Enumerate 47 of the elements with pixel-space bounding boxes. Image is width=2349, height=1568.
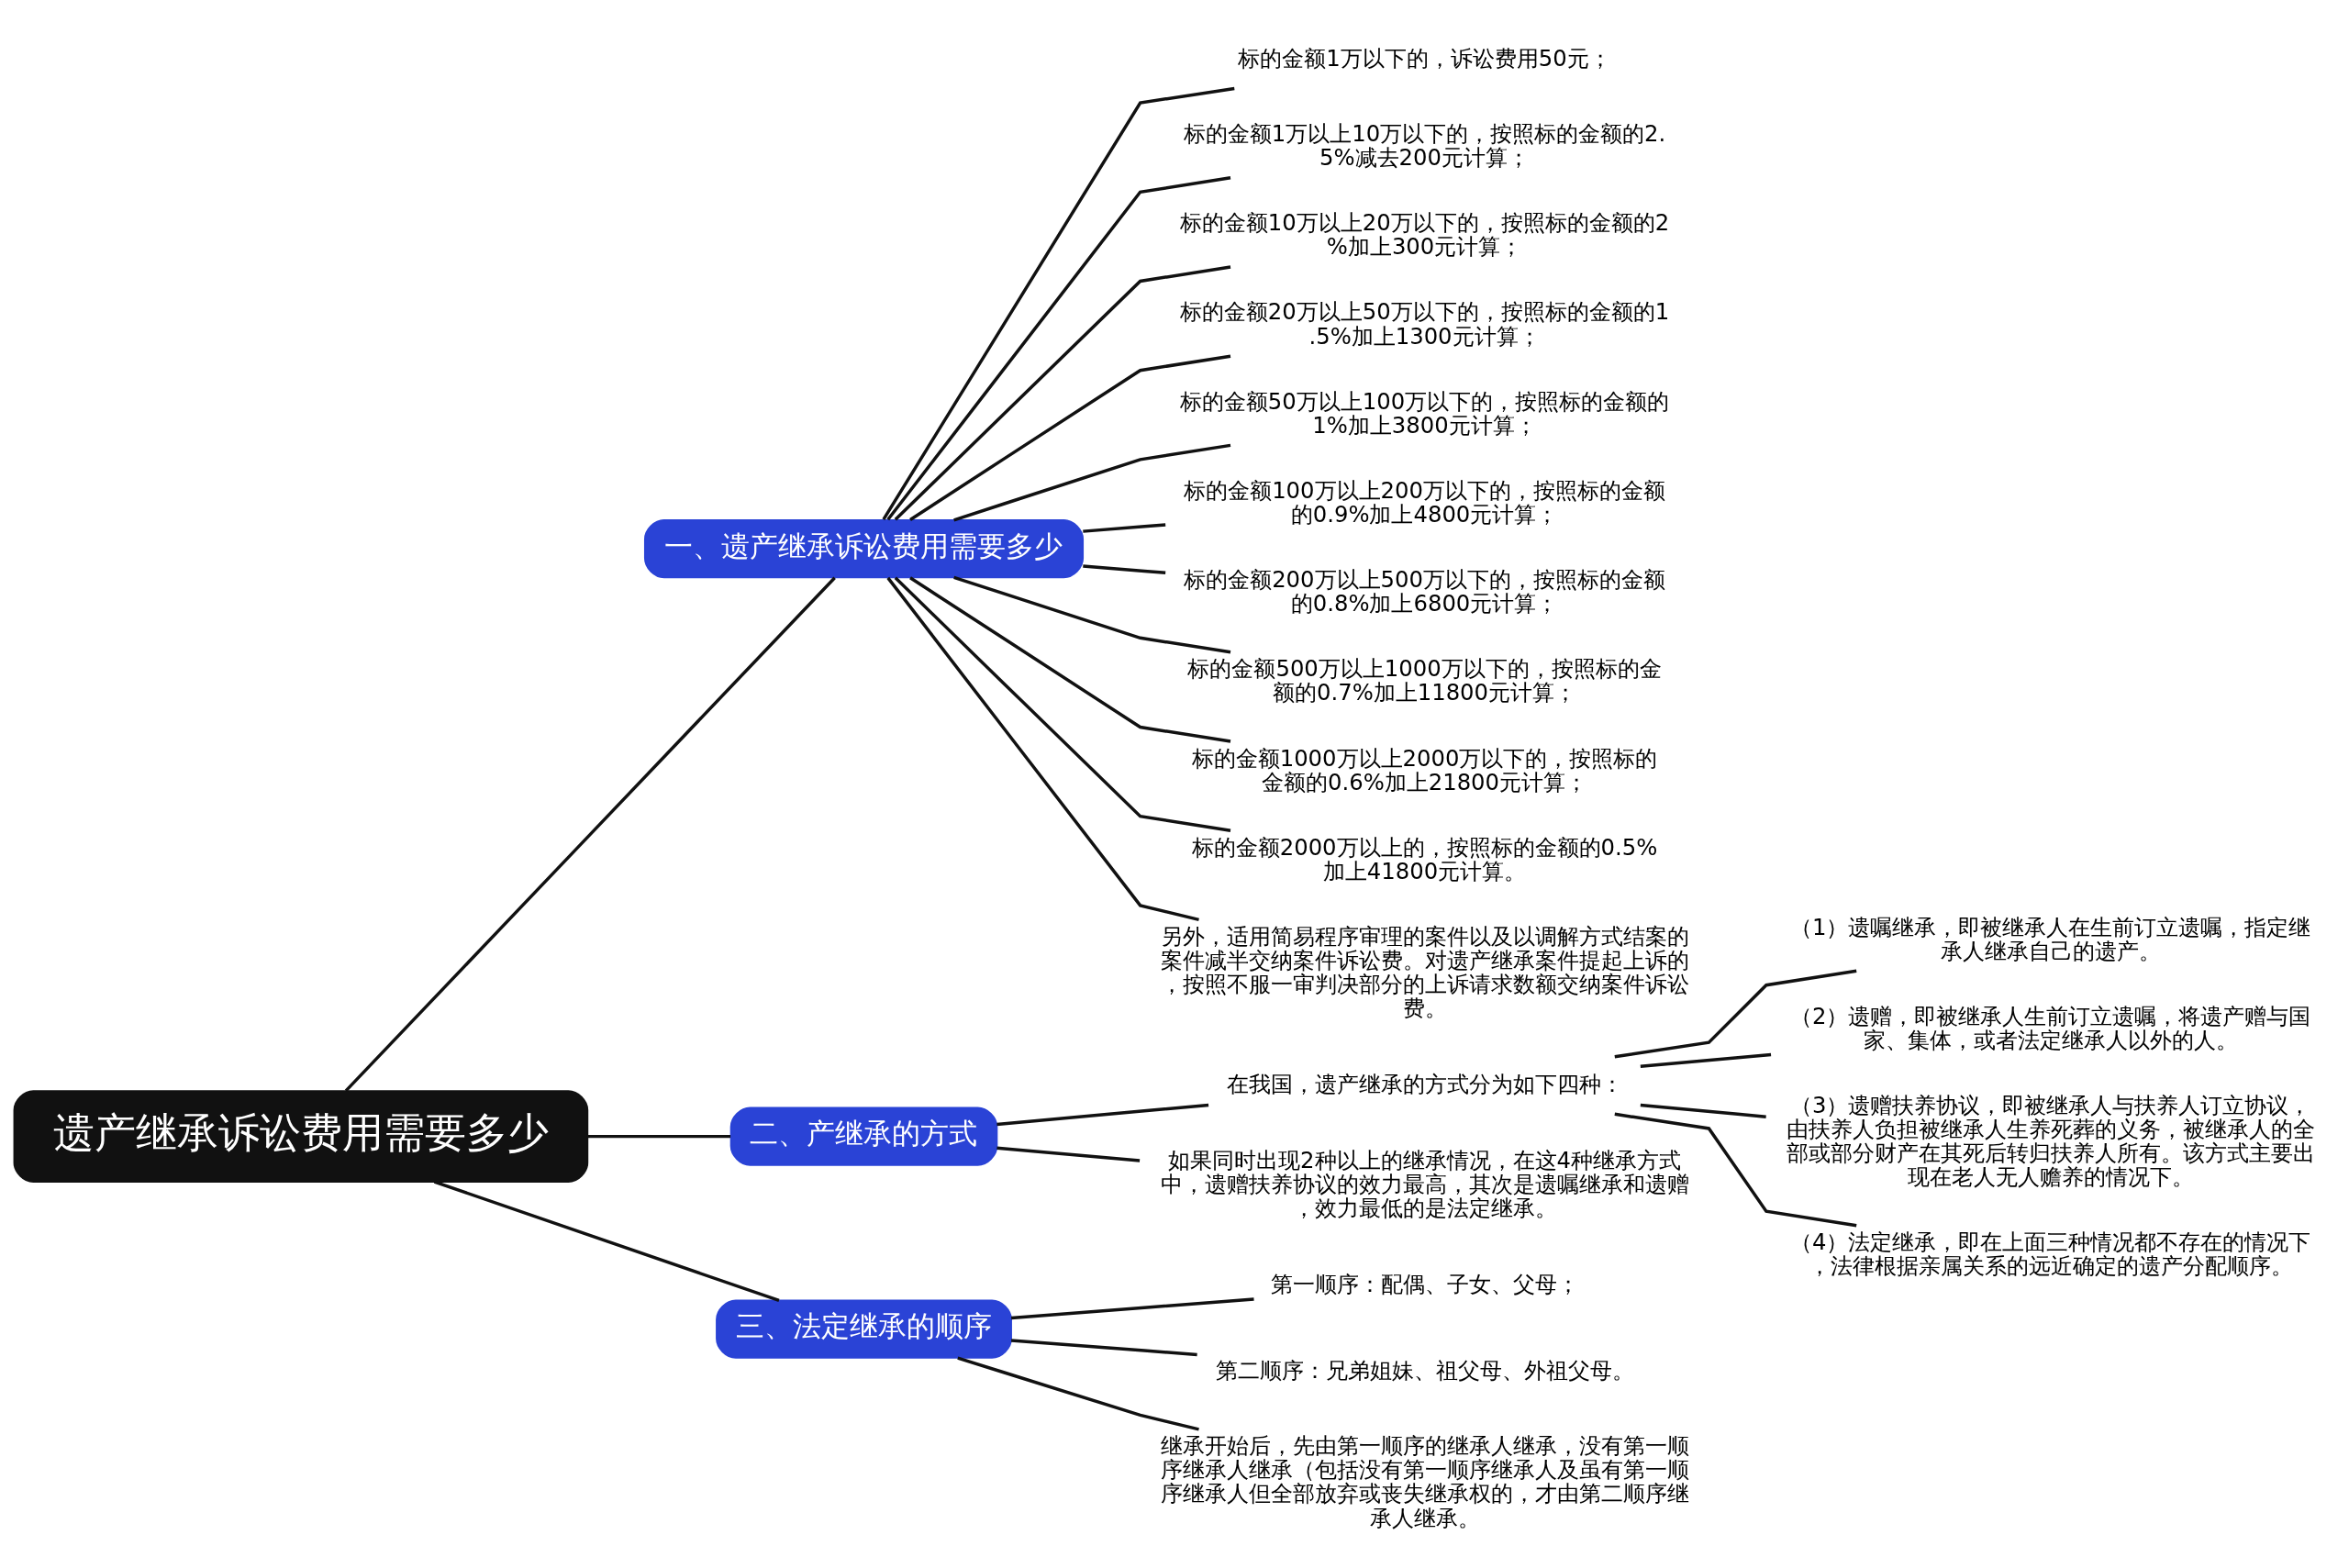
connector: [1010, 1338, 1197, 1356]
connector: [1083, 563, 1166, 574]
connector: [1640, 1103, 1766, 1118]
node-text: 标的金额500万以上1000万以下的，按照标的金额的0.7%加上11800元计算；: [1187, 654, 1662, 706]
node-text: 第一顺序：配偶、子女、父母；: [1270, 1270, 1579, 1297]
node-text: 继承开始后，先由第一顺序的继承人继承，没有第一顺序继承人继承（包括没有第一顺序继承人及虽有第一顺序继承人但全部放弃或丧失继承权的，才由第二顺序继承人继承。: [1160, 1431, 1689, 1531]
connector: [996, 1103, 1209, 1126]
connector: [953, 443, 1231, 521]
node-text: 标的金额10万以上20万以下的，按照标的金额的2%加上300元计算；: [1179, 208, 1670, 260]
connector: [953, 575, 1231, 654]
node-text: 另外，适用简易程序审理的案件以及以调解方式结案的案件减半交纳案件诉讼费。对遗产继承案件提起上诉的，按照不服一审判决部分的上诉请求数额交纳案件诉讼费。: [1160, 922, 1689, 1021]
connector: [996, 1146, 1141, 1162]
connector: [886, 175, 1231, 520]
node-text: （2）遗赠，即被继承人生前订立遗嘱，将遗产赠与国家、集体，或者法定继承人以外的人。: [1789, 1002, 2311, 1053]
connector: [587, 1134, 731, 1138]
node-text: （3）遗赠扶养协议，即被继承人与扶养人订立协议，由扶养人负担被继承人生养死葬的义务，被继承人的全部或部分财产在其死后转归扶养人所有。该方式主要出现在老人无人赡养的情况下。: [1786, 1091, 2315, 1190]
connector: [1640, 1052, 1772, 1068]
node-text: 第二顺序：兄弟姐妹、祖父母、外祖父母。: [1215, 1356, 1634, 1384]
connector: [1614, 969, 1857, 1059]
node-box: 二、产继承的方式: [729, 1106, 998, 1166]
node-box: 一、遗产继承诉讼费用需要多少: [643, 518, 1085, 578]
connector: [957, 1355, 1199, 1431]
connector: [894, 576, 1231, 832]
connector: [886, 576, 1199, 921]
node-text: 标的金额2000万以上的，按照标的金额的0.5%加上41800元计算。: [1191, 833, 1658, 884]
connector: [894, 264, 1231, 521]
node-text: 标的金额20万以上50万以下的，按照标的金额的1.5%加上1300元计算；: [1179, 297, 1670, 350]
connector: [1010, 1296, 1254, 1319]
node-text: （1）遗嘱继承，即被继承人在生前订立遗嘱，指定继承人继承自己的遗产。: [1789, 913, 2311, 964]
node-text: 标的金额200万以上500万以下的，按照标的金额的0.8%加上6800元计算；: [1184, 565, 1665, 617]
connector: [882, 86, 1235, 520]
connector: [1614, 1112, 1857, 1227]
node-text: （4）法定继承，即在上面三种情况都不存在的情况下，法律根据亲属关系的远近确定的遗产分配顺序。: [1789, 1228, 2311, 1279]
node-text: 标的金额1万以下的，诉讼费用50元；: [1238, 44, 1611, 72]
node-text: 在我国，遗产继承的方式分为如下四种：: [1226, 1070, 1623, 1096]
connector: [1083, 522, 1166, 533]
node-text: 标的金额100万以上200万以下的，按照标的金额的0.9%加上4800元计算；: [1184, 476, 1665, 528]
node-text: 标的金额1000万以上2000万以下的，按照标的金额的0.6%加上21800元计算；: [1191, 744, 1658, 795]
node-text: 如果同时出现2种以上的继承情况，在这4种继承方式中，遗赠扶养协议的效力最高，其次是遗嘱继承和遗赠，效力最低的是法定继承。: [1160, 1146, 1689, 1221]
node-text: 标的金额50万以上100万以下的，按照标的金额的1%加上3800元计算；: [1179, 387, 1670, 439]
node-box: 三、法定继承的顺序: [716, 1299, 1012, 1359]
connector: [909, 575, 1231, 743]
connector: [433, 1180, 780, 1302]
connector: [344, 576, 836, 1092]
node-text: 标的金额1万以上10万以下的，按照标的金额的2.5%减去200元计算；: [1183, 119, 1666, 171]
node-box: 遗产继承诉讼费用需要多少: [13, 1089, 589, 1183]
connector: [909, 353, 1231, 521]
